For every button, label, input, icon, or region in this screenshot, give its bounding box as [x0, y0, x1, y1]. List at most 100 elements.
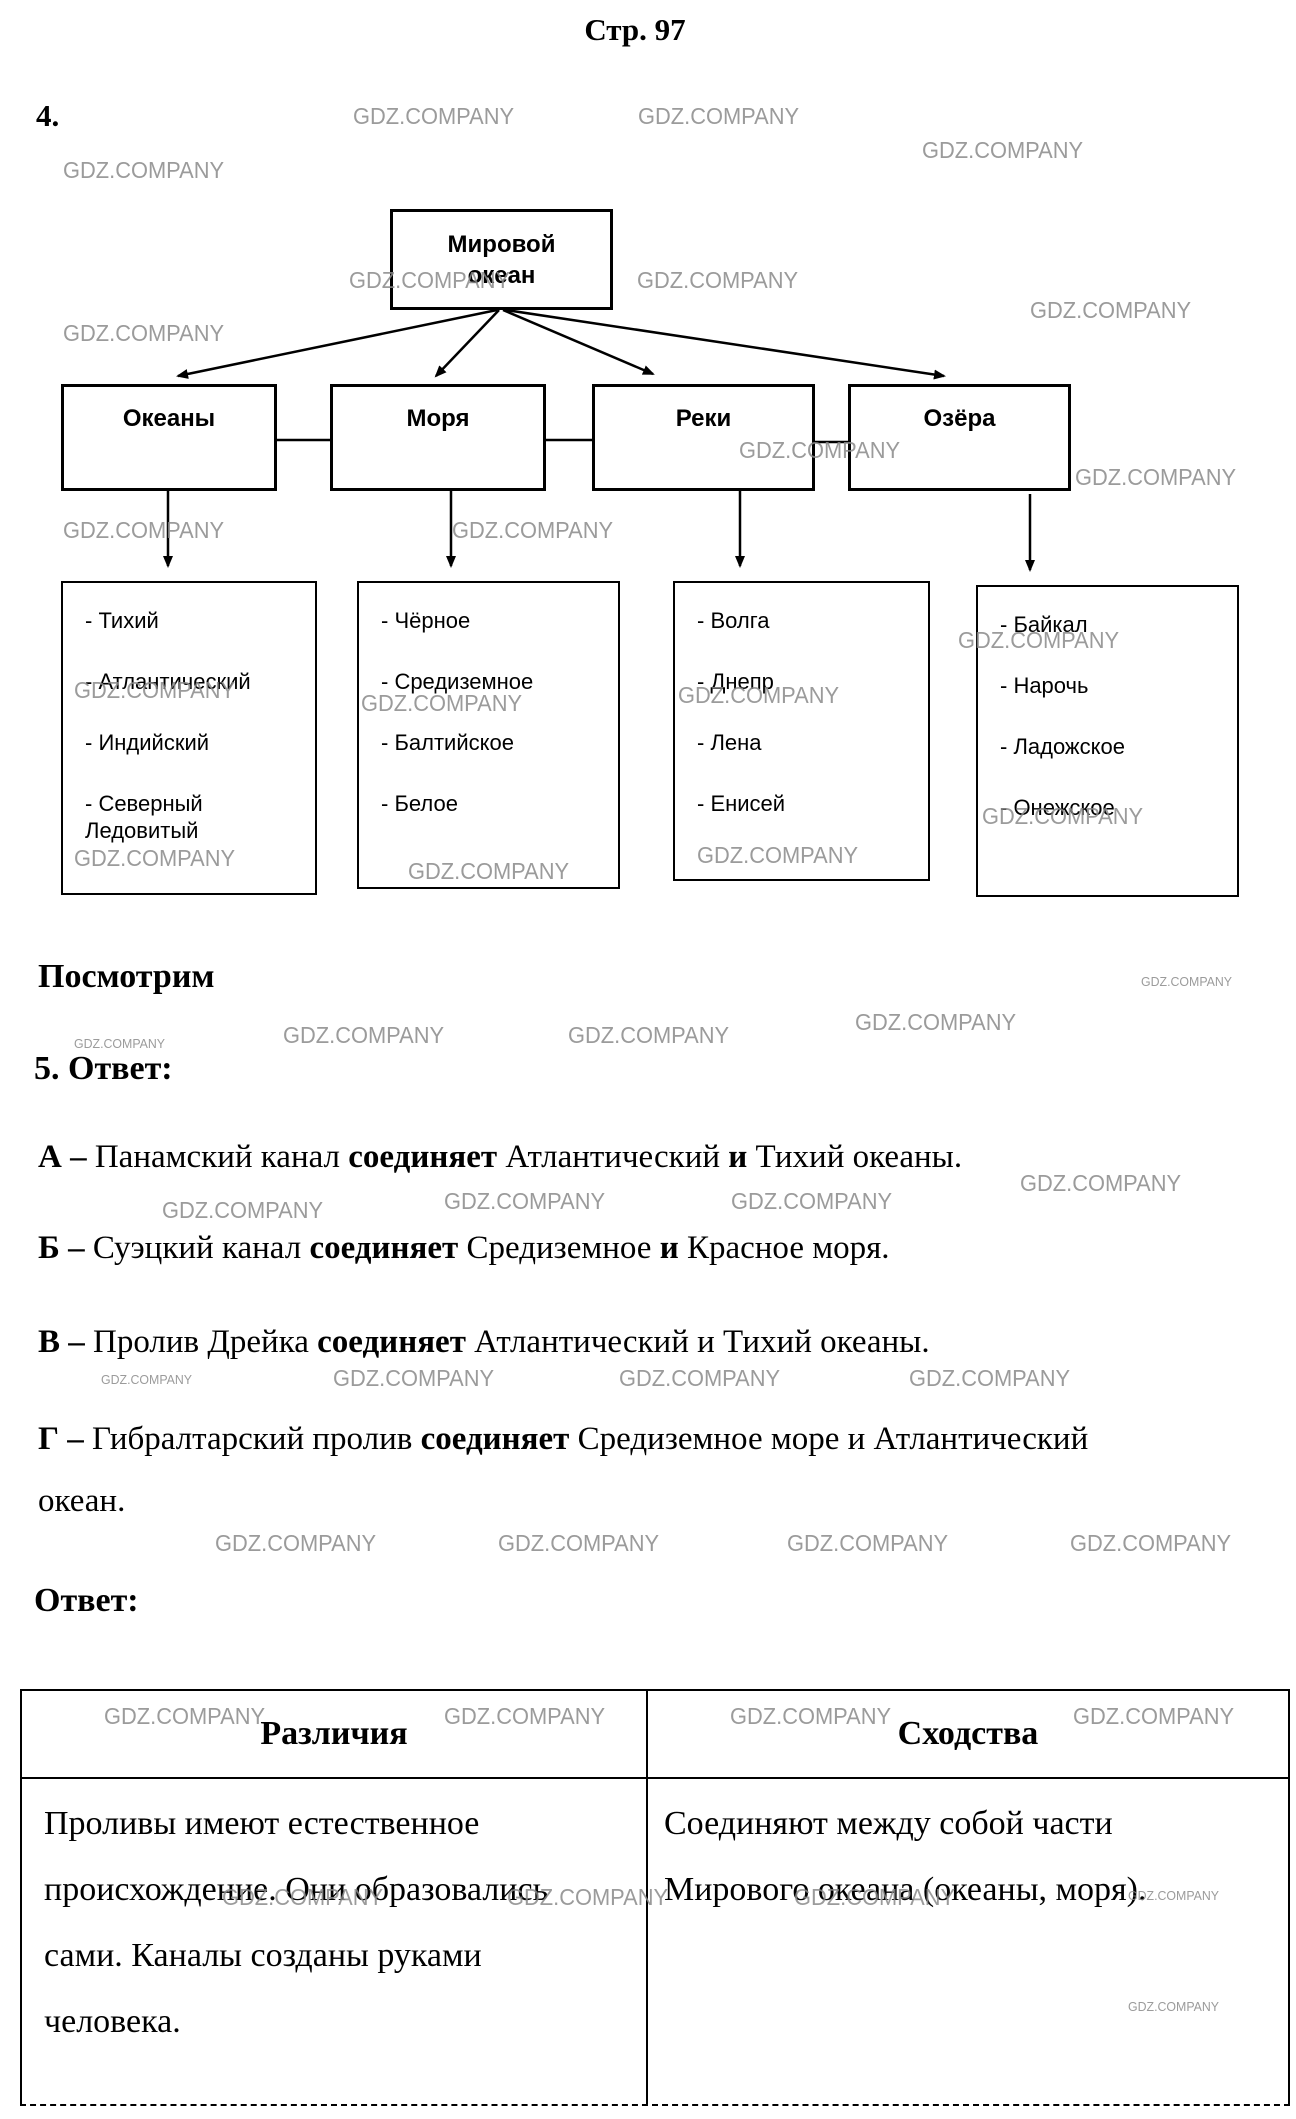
answer-segment: Атлантический и Тихий океаны.: [465, 1324, 930, 1360]
watermark: GDZ.COMPANY: [361, 690, 523, 716]
answer-segment: Атлантический: [497, 1139, 729, 1175]
diagram-list-item: - Волга: [697, 608, 770, 633]
watermark: GDZ.COMPANY: [63, 157, 225, 183]
watermark: GDZ.COMPANY: [1073, 1703, 1235, 1729]
watermark: GDZ.COMPANY: [982, 803, 1144, 829]
answer-segment: А –: [38, 1139, 95, 1175]
watermark: GDZ.COMPANY: [74, 845, 236, 871]
answer-line-a: А – Панамский канал соединяет Атлантичес…: [38, 1126, 1228, 1188]
watermark: GDZ.COMPANY: [568, 1022, 730, 1048]
table-body-row: Проливы имеют естественное происхождение…: [22, 1779, 1288, 2104]
watermark: GDZ.COMPANY: [507, 1884, 669, 1910]
watermark: GDZ.COMPANY: [638, 103, 800, 129]
watermark: GDZ.COMPANY: [731, 1188, 893, 1214]
answer-segment: Красное моря.: [678, 1230, 890, 1266]
watermark: GDZ.COMPANY: [739, 437, 901, 463]
answer-segment: Средиземное: [458, 1230, 660, 1266]
watermark: GDZ.COMPANY: [215, 1530, 377, 1556]
diagram-list-item: - Ладожское: [1000, 734, 1125, 759]
watermark: GDZ.COMPANY: [958, 627, 1120, 653]
category-box-seas: Моря: [330, 384, 546, 491]
category-box-lakes: Озёра: [848, 384, 1071, 491]
answer-segment: Панамский канал: [94, 1139, 349, 1175]
watermark: GDZ.COMPANY: [619, 1365, 781, 1391]
table-cell-similarities: Соединяют между собой части Мирового оке…: [664, 1805, 1147, 1908]
watermark: GDZ.COMPANY: [1070, 1530, 1232, 1556]
watermark: GDZ.COMPANY: [1141, 974, 1233, 989]
table-header-row: Различия Сходства: [22, 1691, 1288, 1779]
list-box-oceans: - Тихий - Атлантический - Индийский - Се…: [61, 581, 317, 895]
section-heading-posmotrim: Посмотрим: [38, 958, 215, 995]
category-box-rivers: Реки: [592, 384, 815, 491]
watermark: GDZ.COMPANY: [101, 1372, 193, 1387]
watermark: GDZ.COMPANY: [1128, 1999, 1220, 2014]
watermark: GDZ.COMPANY: [162, 1197, 324, 1223]
list-box-rivers: - Волга - Днепр - Лена - Енисей: [673, 581, 930, 881]
diagram-list-item: - Днепр: [697, 669, 774, 694]
watermark: GDZ.COMPANY: [678, 682, 840, 708]
category-box-oceans: Океаны: [61, 384, 277, 491]
watermark: GDZ.COMPANY: [333, 1365, 495, 1391]
comparison-table: Различия Сходства Проливы имеют естестве…: [20, 1689, 1290, 2106]
diagram-list-item: - Атлантический: [85, 669, 251, 694]
diagram-list-item: - Енисей: [697, 791, 786, 816]
watermark: GDZ.COMPANY: [1128, 1888, 1220, 1903]
watermark: GDZ.COMPANY: [283, 1022, 445, 1048]
watermark: GDZ.COMPANY: [452, 517, 614, 543]
watermark: GDZ.COMPANY: [787, 1530, 949, 1556]
diagram-list-item: - Балтийское: [381, 730, 514, 755]
watermark: GDZ.COMPANY: [63, 320, 225, 346]
diagram-list-item: - Индийский: [85, 730, 210, 755]
watermark: GDZ.COMPANY: [697, 842, 859, 868]
diagram-list-item: - Средиземное: [381, 669, 534, 694]
diagram-list-item: - Северный Ледовитый: [85, 791, 203, 843]
watermark: GDZ.COMPANY: [408, 858, 570, 884]
watermark: GDZ.COMPANY: [855, 1009, 1017, 1035]
list-box-lakes: - Байкал - Нарочь - Ладожское - Онежское: [976, 585, 1239, 897]
watermark: GDZ.COMPANY: [922, 137, 1084, 163]
answer-segment: Пролив Дрейка: [93, 1324, 318, 1360]
watermark: GDZ.COMPANY: [1030, 297, 1192, 323]
list-box-seas: - Чёрное - Средиземное - Балтийское - Бе…: [357, 581, 620, 889]
table-header-differences: Различия: [22, 1691, 648, 1777]
watermark: GDZ.COMPANY: [74, 1036, 166, 1051]
watermark: GDZ.COMPANY: [444, 1188, 606, 1214]
answer-segment: Тихий океаны.: [747, 1139, 963, 1175]
diagram-list-item: - Лена: [697, 730, 762, 755]
watermark: GDZ.COMPANY: [909, 1365, 1071, 1391]
diagram-list-item: - Онежское: [1000, 795, 1115, 820]
watermark: GDZ.COMPANY: [444, 1703, 606, 1729]
answer-segment: и: [728, 1139, 748, 1175]
answer-segment: Средиземное море и Атлантический океан.: [38, 1421, 1089, 1519]
answer-heading: Ответ:: [34, 1582, 139, 1619]
answer-line-g: Г – Гибралтарский пролив соединяет Среди…: [38, 1408, 1228, 1532]
answer-segment: Суэцкий канал: [92, 1230, 310, 1266]
task-5-heading: 5. Ответ:: [34, 1050, 173, 1087]
page-title: Стр. 97: [584, 12, 686, 47]
answer-segment: и: [659, 1230, 679, 1266]
diagram-list-item: - Тихий: [85, 608, 159, 633]
watermark: GDZ.COMPANY: [794, 1884, 956, 1910]
answer-segment: Б –: [38, 1230, 93, 1266]
watermark: GDZ.COMPANY: [349, 267, 511, 293]
answer-segment: соединяет: [309, 1230, 459, 1266]
answer-line-b: Б – Суэцкий канал соединяет Средиземное …: [38, 1217, 1228, 1279]
watermark: GDZ.COMPANY: [637, 267, 799, 293]
diagram-list-item: - Белое: [381, 791, 458, 816]
answer-segment: Г –: [38, 1421, 92, 1457]
diagram-list-item: - Байкал: [1000, 612, 1088, 637]
watermark: GDZ.COMPANY: [222, 1884, 384, 1910]
diagram-root-box: Мировой океан: [390, 209, 613, 310]
answer-segment: Гибралтарский пролив: [92, 1421, 421, 1457]
watermark: GDZ.COMPANY: [63, 517, 225, 543]
table-header-similarities: Сходства: [897, 1715, 1039, 1752]
watermark: GDZ.COMPANY: [353, 103, 515, 129]
watermark: GDZ.COMPANY: [104, 1703, 266, 1729]
diagram-list-item: - Нарочь: [1000, 673, 1089, 698]
table-cell-differences: Проливы имеют естественное происхождение…: [22, 1779, 648, 2104]
answer-segment: соединяет: [348, 1139, 498, 1175]
watermark: GDZ.COMPANY: [1075, 464, 1237, 490]
task-4-label: 4.: [36, 98, 60, 133]
answer-line-v: В – Пролив Дрейка соединяет Атлантически…: [38, 1311, 1228, 1373]
